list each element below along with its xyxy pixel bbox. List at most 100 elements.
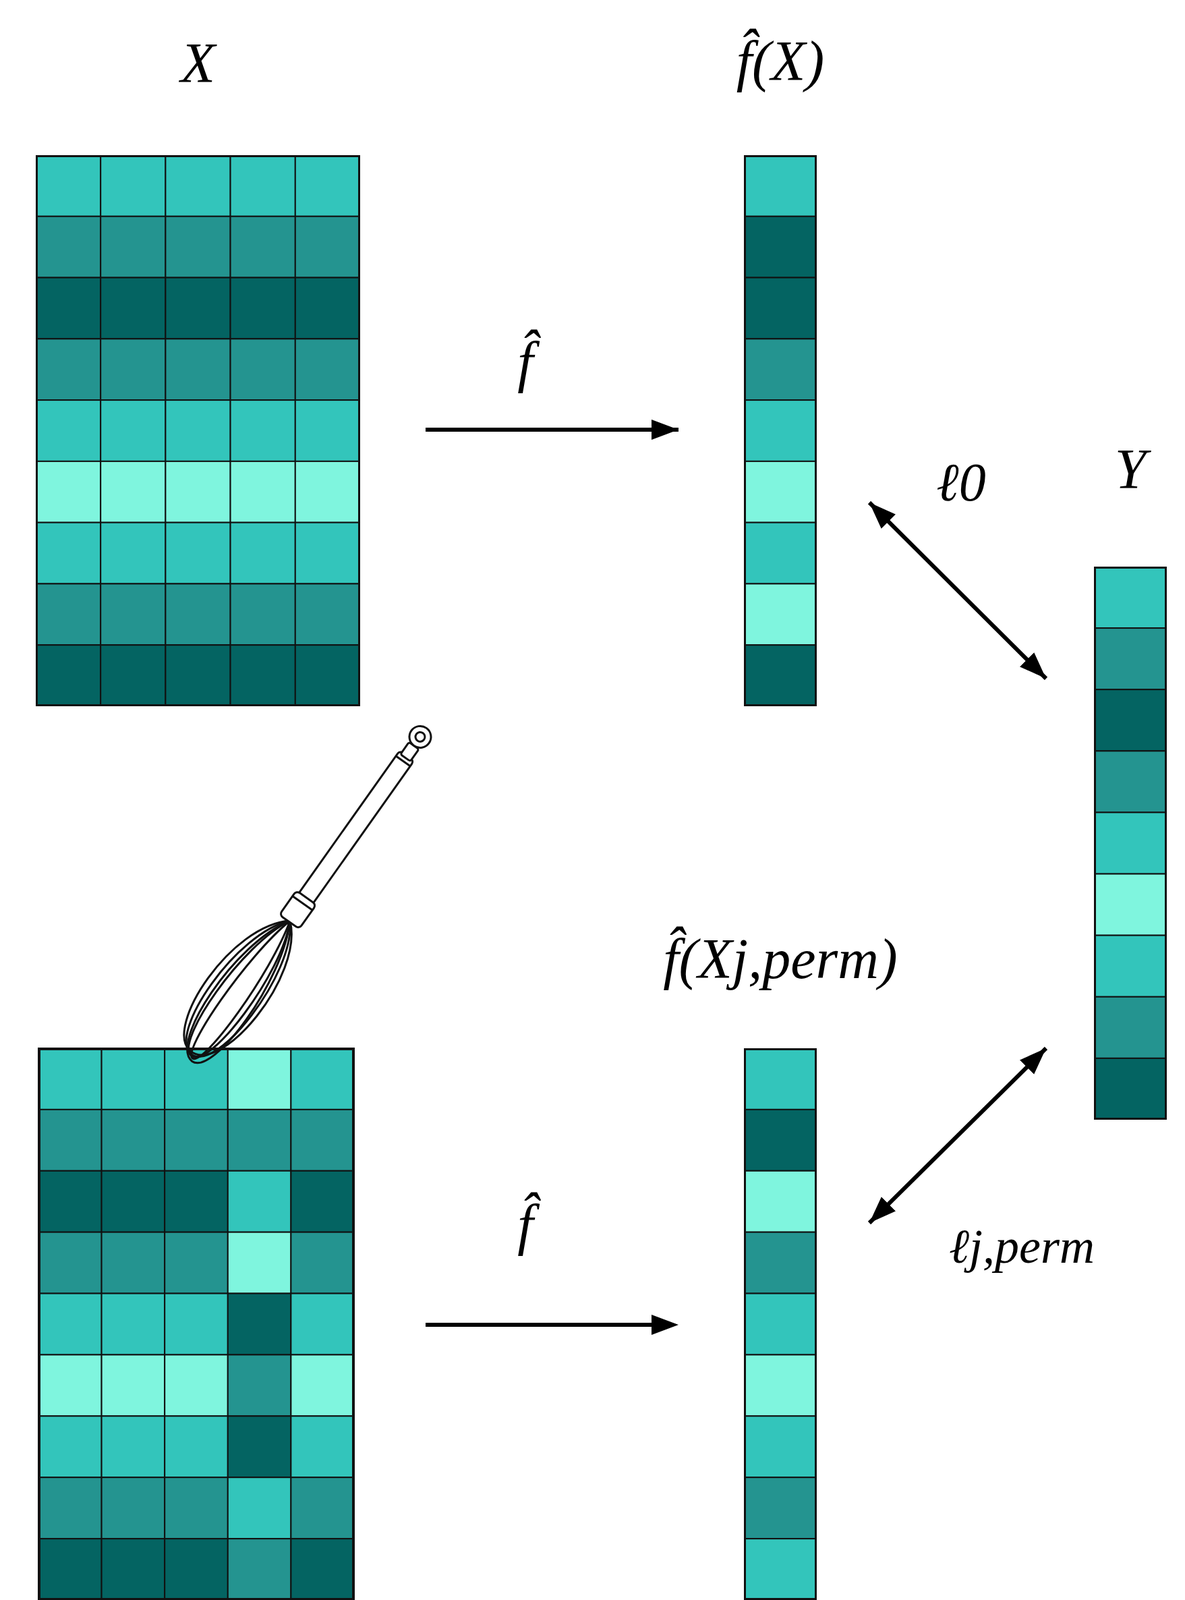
grid-cell <box>164 1293 228 1355</box>
grid-cell <box>290 1170 355 1233</box>
grid-cell <box>38 1048 102 1110</box>
grid-cell <box>100 461 166 523</box>
whisk-illustration <box>163 708 450 1077</box>
grid-cell <box>35 522 101 585</box>
loss-arrow <box>869 502 1047 679</box>
grid-cell <box>227 1293 292 1355</box>
grid-cell <box>35 644 101 707</box>
grid-cell <box>230 399 296 462</box>
grid-cell <box>101 1538 166 1600</box>
edge-label: f̂ <box>517 333 533 391</box>
grid-border <box>745 156 817 706</box>
grid-cell <box>227 1048 292 1110</box>
grid-cell <box>1093 750 1167 813</box>
grid-cell <box>164 1170 228 1233</box>
grid-shape <box>35 155 361 707</box>
grid-cell <box>165 277 230 340</box>
grid-cell <box>35 583 101 645</box>
grid-cell <box>743 1477 817 1539</box>
grid-cell <box>290 1232 355 1294</box>
grid-cell <box>100 583 166 645</box>
grid-cell <box>165 522 230 585</box>
grid-cell <box>38 1170 102 1233</box>
grid-cell <box>227 1415 292 1478</box>
grid-cell <box>230 583 296 645</box>
grid-cell <box>227 1354 292 1416</box>
grid-cell <box>35 338 101 400</box>
grid-cell <box>290 1109 355 1171</box>
grid-cell <box>227 1170 292 1233</box>
grid-cell <box>101 1415 166 1478</box>
node-label: Y <box>1114 441 1147 498</box>
arrow-line <box>425 1322 668 1327</box>
grid-cell <box>743 399 817 462</box>
grid-cell <box>743 522 817 585</box>
grid-cell <box>165 461 230 523</box>
grid-cell <box>101 1354 166 1416</box>
grid-border <box>1095 567 1167 1119</box>
grid-shape <box>1093 566 1167 1120</box>
node-label: X <box>180 35 216 92</box>
matrix-box: X <box>35 155 361 707</box>
grid-cell <box>743 583 817 645</box>
grid-cell <box>295 216 361 278</box>
grid-cell <box>290 1354 355 1416</box>
grid-cell <box>100 277 166 340</box>
grid-cell <box>290 1538 355 1600</box>
grid-cell <box>100 522 166 585</box>
grid-cell <box>101 1232 166 1294</box>
grid-cell <box>165 338 230 400</box>
grid-cell <box>743 155 817 217</box>
grid-border <box>745 1049 817 1600</box>
grid-cell <box>101 1170 166 1233</box>
grid-cell <box>743 461 817 523</box>
vector-box: f̂(X) <box>743 155 817 707</box>
grid-cell <box>227 1538 292 1600</box>
grid-cell <box>230 155 296 217</box>
node-label: f̂(X) <box>736 33 825 90</box>
grid-cell <box>1093 812 1167 874</box>
grid-shape <box>743 1048 817 1600</box>
grid-cell <box>164 1415 228 1478</box>
grid-cell <box>1093 689 1167 751</box>
grid-cell <box>101 1048 166 1110</box>
grid-cell <box>1093 627 1167 690</box>
grid-cell <box>230 461 296 523</box>
grid-cell <box>295 644 361 707</box>
grid-cell <box>295 583 361 645</box>
edge-label: ℓ0 <box>936 455 986 510</box>
permuted-matrix <box>38 1048 355 1600</box>
grid-cell <box>230 338 296 400</box>
grid-cell <box>290 1477 355 1539</box>
grid-cell <box>100 644 166 707</box>
grid-cell <box>743 644 817 707</box>
grid-cell <box>295 399 361 462</box>
grid-cell <box>230 644 296 707</box>
grid-cell <box>230 522 296 585</box>
grid-cell <box>295 155 361 217</box>
grid-cell <box>101 1109 166 1171</box>
grid-cell <box>38 1109 102 1171</box>
grid-cell <box>1093 566 1167 628</box>
grid-cell <box>743 216 817 278</box>
node-label: f̂(Xj,perm) <box>662 930 898 988</box>
grid-cell <box>230 216 296 278</box>
grid-cell <box>164 1354 228 1416</box>
grid-cell <box>165 399 230 462</box>
grid-cell <box>743 338 817 400</box>
grid-border <box>37 156 360 706</box>
function-arrow <box>425 427 679 432</box>
grid-cell <box>1093 1058 1167 1120</box>
grid-cell <box>290 1415 355 1478</box>
grid-border <box>39 1049 354 1600</box>
grid-cell <box>295 338 361 400</box>
arrow-head <box>651 1314 679 1335</box>
function-label: f̂ <box>517 1196 533 1254</box>
grid-cell <box>743 277 817 340</box>
grid-cell <box>230 277 296 340</box>
grid-cell <box>164 1109 228 1171</box>
grid-cell <box>101 1293 166 1355</box>
grid-shape <box>743 155 817 707</box>
grid-cell <box>100 399 166 462</box>
grid-cell <box>38 1293 102 1355</box>
